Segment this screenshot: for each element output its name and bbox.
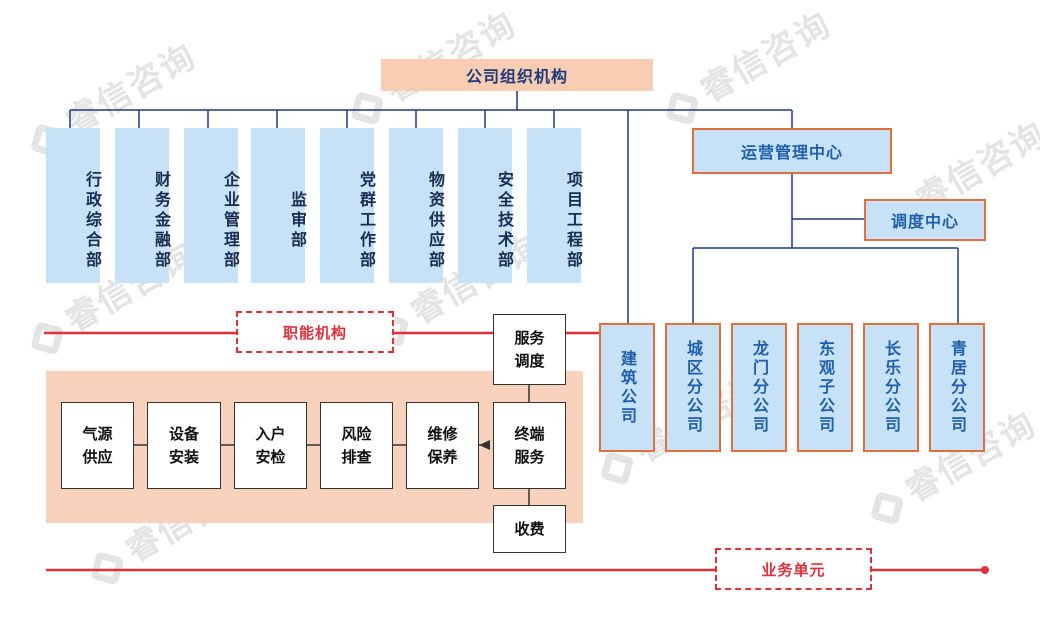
branch-box: 龙门分公司 [731, 323, 787, 452]
branch-box: 建筑公司 [599, 323, 655, 452]
dept-box: 行政综合部 [46, 128, 102, 283]
dept-box: 企业管理部 [184, 128, 240, 283]
service-step-box: 气源 供应 [61, 402, 134, 489]
service-step-box: 入户 安检 [234, 402, 307, 489]
dept-box: 财务金融部 [115, 128, 171, 283]
dept-box: 监审部 [251, 128, 307, 283]
dept-box: 项目工程部 [527, 128, 583, 283]
dispatch-center-box: 调度中心 [864, 199, 986, 241]
service-step-box: 设备 安装 [147, 402, 221, 489]
dept-box: 安全技术部 [458, 128, 514, 283]
service-dispatch-box: 服务 调度 [493, 314, 566, 385]
operations-center-box: 运营管理中心 [692, 128, 892, 174]
dept-box: 党群工作部 [320, 128, 376, 283]
dept-box: 物资供应部 [389, 128, 445, 283]
terminal-service-box: 终端 服务 [493, 402, 566, 489]
branch-box: 青居分公司 [929, 323, 985, 452]
service-step-box: 维修 保养 [406, 402, 479, 489]
business-units-label: 业务单元 [715, 548, 872, 590]
branch-box: 城区分公司 [665, 323, 721, 452]
billing-box: 收费 [493, 505, 566, 553]
functional-units-label: 职能机构 [236, 311, 394, 353]
branch-box: 长乐分公司 [863, 323, 919, 452]
org-chart-title: 公司组织机构 [381, 59, 653, 91]
service-step-box: 风险 排查 [320, 402, 393, 489]
branch-box: 东观子公司 [797, 323, 853, 452]
